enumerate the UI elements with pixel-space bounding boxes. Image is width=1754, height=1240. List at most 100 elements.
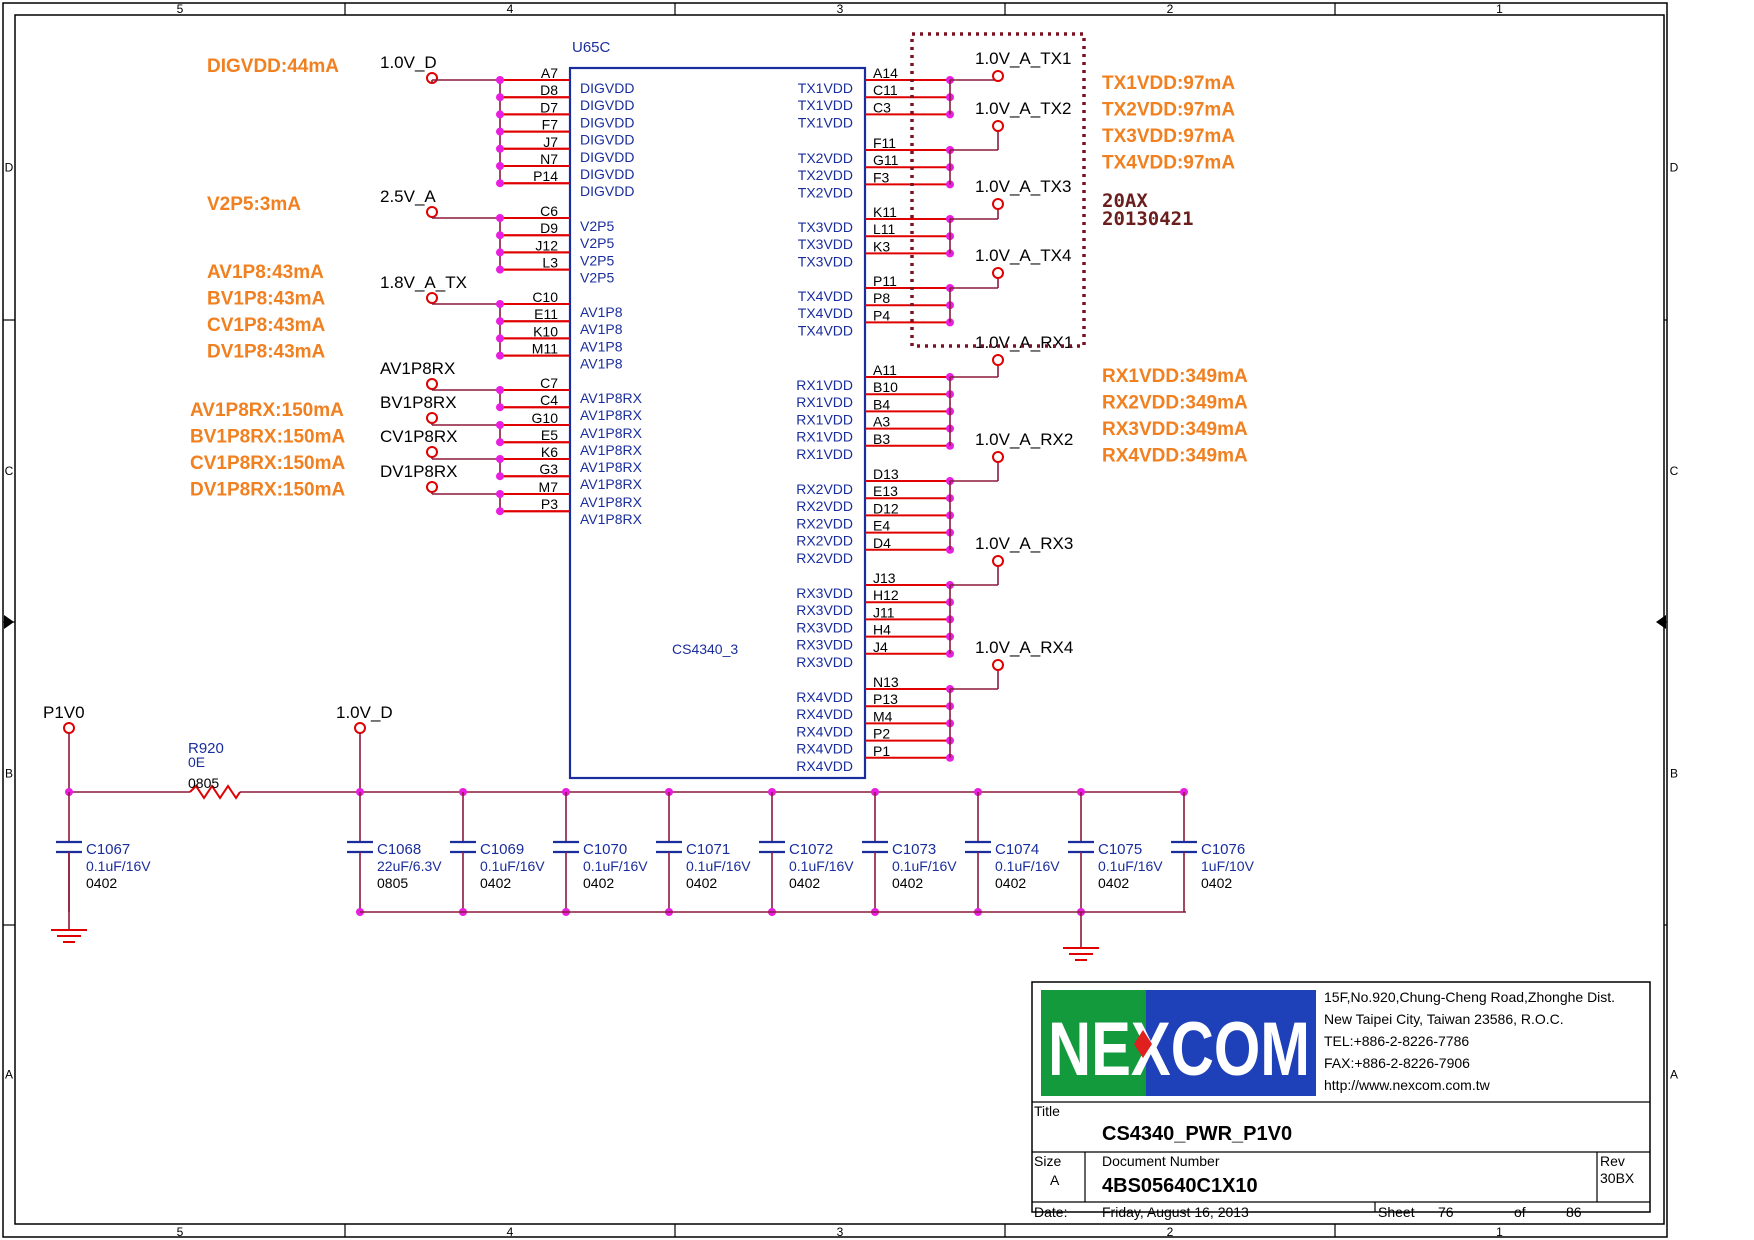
pin-number: D8 xyxy=(540,82,558,98)
pin-name: RX2VDD xyxy=(796,533,853,549)
current-note: DIGVDD:44mA xyxy=(207,56,339,77)
current-note: CV1P8RX:150mA xyxy=(190,453,346,474)
pin-name: TX4VDD xyxy=(798,305,853,321)
power-port-symbol xyxy=(426,481,438,493)
pin-name: RX2VDD xyxy=(796,550,853,566)
junction-dot xyxy=(496,248,504,257)
pin-number: J12 xyxy=(535,237,558,253)
current-note: AV1P8RX:150mA xyxy=(190,400,344,421)
chip-body xyxy=(568,66,867,780)
pin-name: RX1VDD xyxy=(796,377,853,393)
title-label: Title xyxy=(1034,1103,1060,1119)
arrow-right xyxy=(1656,615,1666,629)
current-note: BV1P8RX:150mA xyxy=(190,427,346,448)
junction-dot xyxy=(496,110,504,119)
pin-name: TX1VDD xyxy=(798,80,853,96)
pin-number: C11 xyxy=(873,82,898,98)
pin-number: B10 xyxy=(873,379,898,395)
zone-label-top: 2 xyxy=(1167,2,1174,16)
junction-dot xyxy=(496,300,504,308)
chip-part-number: CS4340_3 xyxy=(672,641,738,657)
junction-dot xyxy=(496,472,504,481)
pin-number: D13 xyxy=(873,466,899,482)
pin-name: RX1VDD xyxy=(796,429,853,445)
pin-number: P14 xyxy=(533,168,558,184)
pin-name: AV1P8RX xyxy=(580,442,643,458)
net-label: 1.0V_A_TX3 xyxy=(975,177,1071,196)
zone-label-bottom: 4 xyxy=(507,1225,514,1239)
pin-name: RX4VDD xyxy=(796,723,853,739)
current-note: RX1VDD:349mA xyxy=(1102,366,1248,387)
pin-number: P2 xyxy=(873,726,890,742)
zone-label-right: D xyxy=(1670,161,1679,175)
outer-border xyxy=(2,2,1668,1238)
pin-number: A7 xyxy=(541,65,558,81)
capacitor-refdes: C1070 xyxy=(583,841,627,858)
pin-name: TX3VDD xyxy=(798,253,853,269)
current-note: RX2VDD:349mA xyxy=(1102,393,1248,414)
pin-name: V2P5 xyxy=(580,218,614,234)
pin-name: AV1P8RX xyxy=(580,494,643,510)
sheet-number: 76 xyxy=(1438,1204,1454,1220)
capacitor-value: 0.1uF/16V xyxy=(86,858,151,874)
pin-name: RX4VDD xyxy=(796,758,853,774)
pin-number: C3 xyxy=(873,99,891,115)
pin-name: AV1P8RX xyxy=(580,476,643,492)
net-label: 1.0V_A_TX4 xyxy=(975,246,1071,265)
current-note: RX3VDD:349mA xyxy=(1102,419,1248,440)
pin-name: RX3VDD xyxy=(796,619,853,635)
pin-number: E4 xyxy=(873,518,890,534)
capacitor-package: 0402 xyxy=(86,875,117,891)
junction-dot xyxy=(496,76,504,84)
current-note: TX2VDD:97mA xyxy=(1102,100,1235,121)
zone-label-left: B xyxy=(5,767,13,781)
pin-number: H4 xyxy=(873,622,891,638)
power-port-symbol xyxy=(426,446,438,458)
current-note: TX3VDD:97mA xyxy=(1102,126,1235,147)
junction-dot xyxy=(496,231,504,240)
capacitor-value: 1uF/10V xyxy=(1201,858,1255,874)
pin-name: RX3VDD xyxy=(796,585,853,601)
pin-number: F7 xyxy=(542,117,559,133)
power-filter-section: P1V0R9200E0805C10670.1uF/16V04021.0V_DC1… xyxy=(43,703,1255,961)
nexcom-logo: NEXCOM xyxy=(1048,1007,1310,1092)
capacitor-refdes: C1067 xyxy=(86,841,130,858)
current-note: RX4VDD:349mA xyxy=(1102,446,1248,467)
pin-number: J4 xyxy=(873,639,888,655)
pin-number: M4 xyxy=(873,708,893,724)
zone-label-right: C xyxy=(1670,464,1679,478)
resistor-value: 0E xyxy=(188,754,205,770)
pin-number: E11 xyxy=(534,306,558,322)
power-port-symbol xyxy=(992,198,1004,210)
pin-number: B4 xyxy=(873,396,890,412)
revision-stamp: 20AX xyxy=(1102,190,1148,212)
resistor-refdes: R920 xyxy=(188,740,224,757)
junction-dot xyxy=(496,127,504,136)
junction-dot xyxy=(496,93,504,102)
pin-number: D12 xyxy=(873,500,899,516)
capacitor-value: 0.1uF/16V xyxy=(583,858,648,874)
zone-label-bottom: 5 xyxy=(177,1225,184,1239)
pin-number: K6 xyxy=(541,444,558,460)
junction-dot xyxy=(496,403,504,412)
power-port-symbol xyxy=(426,206,438,218)
current-note: TX1VDD:97mA xyxy=(1102,73,1235,94)
capacitor-refdes: C1071 xyxy=(686,841,730,858)
company-address-line: FAX:+886-2-8226-7906 xyxy=(1324,1055,1470,1071)
zone-label-bottom: 1 xyxy=(1496,1225,1503,1239)
power-port-symbol xyxy=(992,267,1004,279)
pin-number: A3 xyxy=(873,414,890,430)
of-label: of xyxy=(1514,1204,1526,1220)
zone-label-top: 4 xyxy=(507,2,514,16)
current-note: DV1P8RX:150mA xyxy=(190,480,346,501)
current-note: V2P5:3mA xyxy=(207,194,301,215)
pin-number: P13 xyxy=(873,691,898,707)
pin-name: V2P5 xyxy=(580,235,614,251)
pin-number: C4 xyxy=(540,392,558,408)
capacitor-package: 0402 xyxy=(1201,875,1232,891)
pin-name: AV1P8 xyxy=(580,338,623,354)
current-note: DV1P8:43mA xyxy=(207,342,326,363)
size-value: A xyxy=(1050,1172,1060,1188)
current-note: TX4VDD:97mA xyxy=(1102,153,1235,174)
power-port-symbol xyxy=(426,292,438,304)
